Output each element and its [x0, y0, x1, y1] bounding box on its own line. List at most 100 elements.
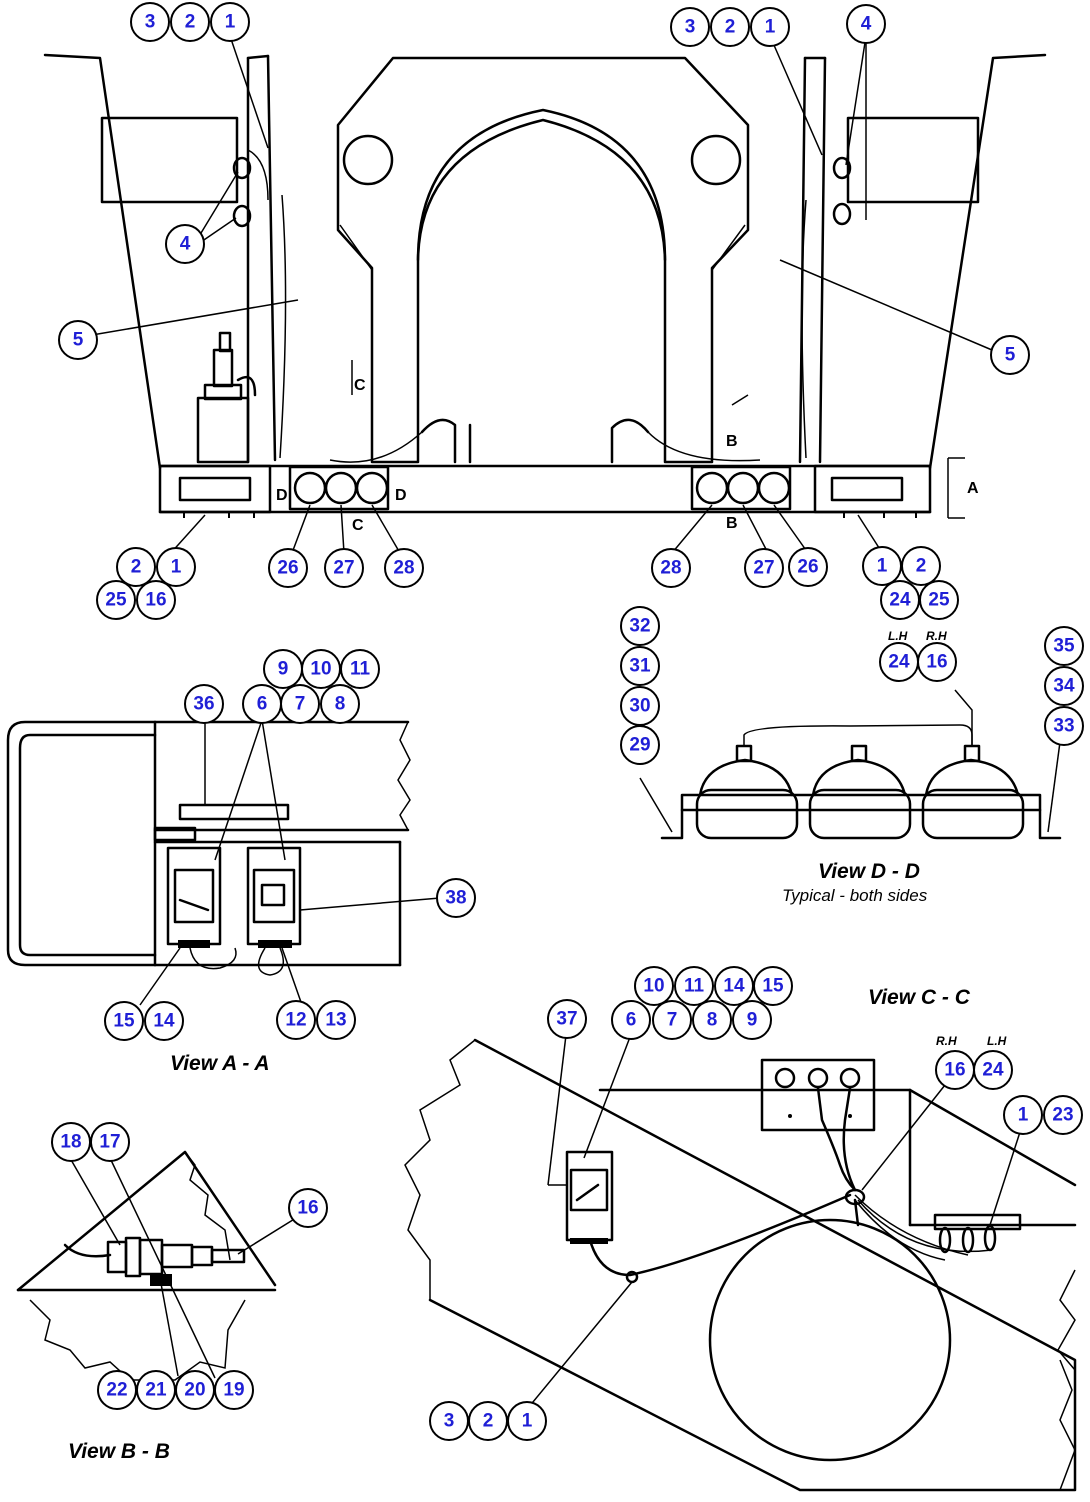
svg-text:27: 27	[333, 558, 354, 579]
section-mark-d-left: D	[276, 487, 288, 504]
svg-text:2: 2	[483, 1411, 494, 1432]
svg-text:16: 16	[944, 1060, 965, 1081]
callout-25: 25	[96, 580, 136, 620]
svg-text:28: 28	[393, 558, 414, 579]
callout-16: 16	[935, 1050, 975, 1090]
callout-10: 10	[301, 649, 341, 689]
view-c-lh-label: L.H	[987, 1034, 1007, 1048]
svg-text:29: 29	[629, 735, 650, 756]
callout-2: 2	[170, 2, 210, 42]
svg-text:16: 16	[926, 652, 947, 673]
section-mark-d-right: D	[395, 487, 407, 504]
callout-34: 34	[1044, 666, 1084, 706]
callout-38: 38	[436, 878, 476, 918]
svg-text:33: 33	[1053, 716, 1074, 737]
callout-28: 28	[651, 548, 691, 588]
svg-text:19: 19	[223, 1380, 244, 1401]
callout-9: 9	[732, 1000, 772, 1040]
svg-text:3: 3	[685, 17, 696, 38]
svg-text:4: 4	[180, 234, 191, 255]
callout-19: 19	[214, 1370, 254, 1410]
callout-27: 27	[324, 548, 364, 588]
svg-text:7: 7	[667, 1010, 678, 1031]
callout-9: 9	[263, 649, 303, 689]
view-d-title: View D - D	[818, 860, 920, 883]
svg-text:26: 26	[277, 558, 298, 579]
svg-text:8: 8	[707, 1010, 718, 1031]
view-b-b-drawing	[16, 1150, 297, 1381]
callout-16: 16	[136, 580, 176, 620]
svg-text:3: 3	[145, 12, 156, 33]
callout-2: 2	[468, 1401, 508, 1441]
svg-text:8: 8	[335, 694, 346, 715]
svg-text:24: 24	[888, 652, 910, 673]
callout-7: 7	[652, 1000, 692, 1040]
callout-15: 15	[753, 966, 793, 1006]
view-a-title: View A - A	[170, 1052, 270, 1075]
svg-text:9: 9	[747, 1010, 758, 1031]
svg-text:3: 3	[444, 1411, 455, 1432]
view-c-rh-label: R.H	[936, 1034, 957, 1048]
section-mark-b-top: B	[726, 433, 738, 450]
callout-16: 16	[917, 642, 957, 682]
svg-text:37: 37	[556, 1009, 577, 1030]
svg-text:36: 36	[193, 694, 214, 715]
callout-group: 3 2 1 4 5 3 2 1 4 5 2 1 25 16 26 27 28 2…	[51, 2, 1084, 1441]
svg-text:13: 13	[325, 1010, 346, 1031]
callout-8: 8	[320, 684, 360, 724]
callout-6: 6	[242, 684, 282, 724]
svg-text:7: 7	[295, 694, 306, 715]
svg-text:22: 22	[106, 1380, 127, 1401]
callout-2: 2	[116, 547, 156, 587]
main-assembly-drawing	[43, 53, 1047, 519]
callout-24: 24	[973, 1050, 1013, 1090]
callout-14: 14	[714, 966, 754, 1006]
section-mark-a: A	[967, 480, 979, 497]
svg-text:10: 10	[643, 976, 664, 997]
callout-31: 31	[620, 646, 660, 686]
callout-7: 7	[280, 684, 320, 724]
view-b-title: View B - B	[68, 1440, 170, 1463]
callout-3: 3	[670, 7, 710, 47]
callout-27: 27	[744, 548, 784, 588]
svg-text:31: 31	[629, 656, 651, 677]
svg-text:2: 2	[916, 556, 927, 577]
svg-text:16: 16	[145, 590, 166, 611]
callout-23: 23	[1043, 1095, 1083, 1135]
callout-21: 21	[136, 1370, 176, 1410]
callout-1: 1	[507, 1401, 547, 1441]
callout-22: 22	[97, 1370, 137, 1410]
callout-37: 37	[547, 999, 587, 1039]
callout-25: 25	[919, 580, 959, 620]
callout-16: 16	[288, 1188, 328, 1228]
callout-24: 24	[879, 642, 919, 682]
svg-text:28: 28	[660, 558, 681, 579]
callout-1: 1	[1003, 1095, 1043, 1135]
svg-text:18: 18	[60, 1132, 81, 1153]
callout-2: 2	[901, 546, 941, 586]
callout-33: 33	[1044, 706, 1084, 746]
svg-text:12: 12	[285, 1010, 306, 1031]
callout-10: 10	[634, 966, 674, 1006]
svg-text:27: 27	[753, 558, 774, 579]
callout-18: 18	[51, 1122, 91, 1162]
callout-26: 26	[268, 548, 308, 588]
callout-36: 36	[184, 684, 224, 724]
svg-text:25: 25	[105, 590, 127, 611]
svg-text:11: 11	[350, 659, 371, 680]
svg-text:11: 11	[684, 976, 705, 997]
callout-11: 11	[340, 649, 380, 689]
view-d-rh-label: R.H	[926, 629, 947, 643]
callout-24: 24	[880, 580, 920, 620]
callout-35: 35	[1044, 626, 1084, 666]
callout-4: 4	[165, 224, 205, 264]
leader-lines-main	[91, 35, 993, 566]
callout-8: 8	[692, 1000, 732, 1040]
svg-text:9: 9	[278, 659, 289, 680]
callout-11: 11	[674, 966, 714, 1006]
svg-text:1: 1	[765, 17, 776, 38]
svg-text:6: 6	[257, 694, 268, 715]
svg-text:1: 1	[522, 1411, 533, 1432]
svg-text:25: 25	[928, 590, 950, 611]
